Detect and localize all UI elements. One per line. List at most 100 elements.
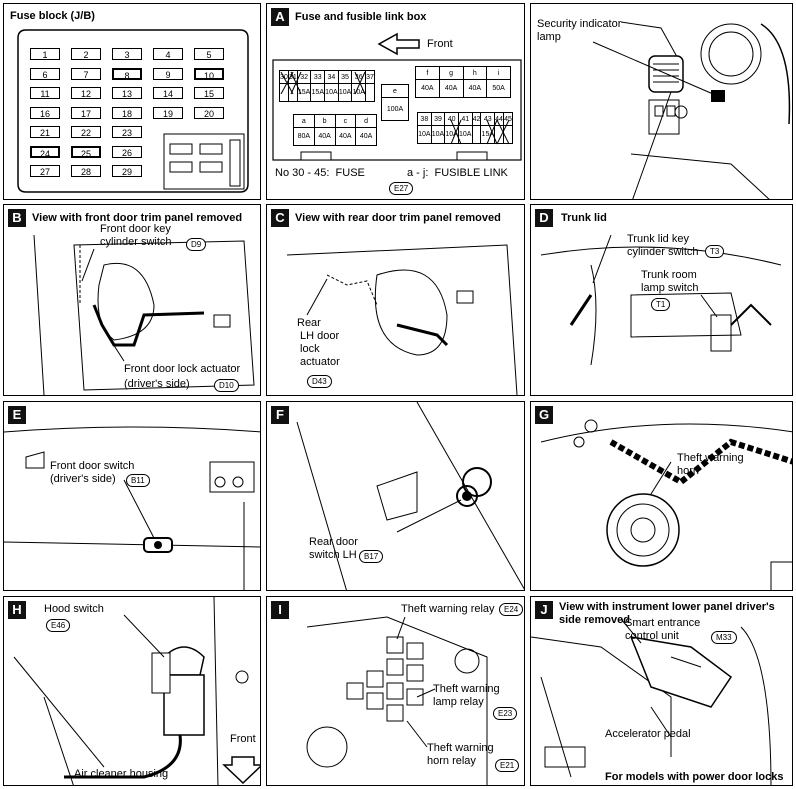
table-cell: 50A: [486, 79, 511, 98]
connector-t3: T3: [705, 245, 725, 258]
table-cell: [365, 83, 375, 102]
table-cell: 10A: [351, 83, 367, 102]
table-cell: 40: [444, 112, 459, 126]
hood-switch-drawing: [13, 597, 260, 785]
fuse-cell: 21: [30, 126, 60, 138]
front-label: Front: [427, 38, 453, 50]
trunk-room-switch-label: Trunk room lamp switch: [641, 269, 699, 294]
fuse-cell: 7: [71, 67, 101, 80]
horn-drawing: [540, 419, 792, 590]
table-cell: 15A: [296, 83, 312, 102]
panel-letter: H: [8, 601, 26, 619]
fuse-cell: 1: [30, 48, 60, 60]
fuse-block-title: Fuse block (J/B): [10, 10, 95, 22]
fuse-cell: 25: [71, 145, 101, 159]
panel-security-lamp: Security indicator lamp: [530, 3, 793, 200]
table-cell: 36: [351, 70, 367, 84]
connector-e27: E27: [389, 182, 414, 195]
footnote-label: For models with power door locks: [605, 771, 784, 783]
table-cell: 10A: [337, 83, 353, 102]
connector-m33: M33: [711, 631, 737, 644]
panel-i: I Theft warning relay E24 Theft warning …: [266, 596, 525, 786]
table-cell: 40A: [355, 127, 377, 146]
panel-d-title: Trunk lid: [561, 212, 607, 224]
table-cell: 40A: [334, 127, 357, 146]
table-cell: 38: [417, 112, 432, 126]
table-cell: 10A: [430, 125, 446, 144]
theft-lamp-relay-label: Theft warning lamp relay: [433, 683, 500, 708]
fuse-cell: 17: [71, 106, 101, 119]
table-cell: 80A: [293, 127, 315, 146]
fuse-cell: 11: [30, 87, 60, 99]
panel-h: H Hood switch E46 Front Air cleaner hous…: [3, 596, 261, 786]
rear-door-drawing: [286, 244, 518, 395]
table-cell: 30: [279, 70, 289, 84]
panel-e: E Front door switch (driver's side) B11: [3, 401, 261, 591]
panel-letter: G: [535, 406, 553, 424]
fuse-cell: 5: [194, 48, 224, 60]
front-actuator-label-2: (driver's side): [124, 378, 190, 390]
theft-horn-label: Theft warning horn: [677, 452, 744, 477]
fuse-cell: 14: [153, 87, 183, 99]
fuse-cell: 28: [71, 165, 101, 177]
table-cell: 10A: [444, 125, 459, 144]
table-cell: 41: [457, 112, 473, 126]
table-cell: 40A: [415, 79, 440, 98]
connector-e21: E21: [495, 759, 520, 772]
panel-letter: B: [8, 209, 26, 227]
table-cell: [287, 83, 298, 102]
table-cell: [279, 83, 289, 102]
table-cell: d: [355, 114, 377, 128]
link-e-header: e: [381, 84, 409, 98]
table-cell: 42: [471, 112, 482, 126]
legend-fusible-link: a - j: FUSIBLE LINK: [407, 167, 508, 179]
fuse-cell: 6: [30, 67, 60, 80]
table-cell: 10A: [324, 83, 339, 102]
accelerator-pedal-label: Accelerator pedal: [605, 728, 691, 740]
front-actuator-label: Front door lock actuator: [124, 363, 241, 375]
table-cell: 34: [324, 70, 339, 84]
security-indicator-label: Security indicator lamp: [537, 18, 622, 43]
hood-switch-label: Hood switch: [44, 603, 104, 615]
panel-d: D Trunk lid Trunk lid key cylinder switc…: [530, 204, 793, 396]
table-cell: f: [415, 66, 440, 80]
fuse-cell: 9: [153, 67, 183, 80]
table-cell: 33: [310, 70, 326, 84]
table-cell: 45: [503, 112, 513, 126]
rear-door-switch-label: Rear door switch LH: [309, 536, 358, 561]
fuse-cell: 20: [194, 106, 224, 119]
panel-letter: D: [535, 209, 553, 227]
fuse-cell: 29: [112, 165, 142, 177]
table-cell: h: [462, 66, 488, 80]
panel-j: J View with instrument lower panel drive…: [530, 596, 793, 786]
table-cell: [503, 125, 513, 144]
connector-d9: D9: [186, 238, 207, 251]
rear-pillar-drawing: [296, 402, 524, 590]
table-cell: [494, 125, 505, 144]
theft-relay-label: Theft warning relay: [401, 603, 495, 615]
panel-j-title: View with instrument lower panel driver'…: [559, 601, 775, 626]
table-cell: 15A: [310, 83, 326, 102]
trunk-drawing: [540, 234, 782, 366]
legend-fuse: No 30 - 45: FUSE: [275, 167, 365, 179]
panel-letter: J: [535, 601, 553, 619]
connector-e46: E46: [46, 619, 71, 632]
fuse-cell: 3: [112, 48, 142, 60]
front-label-h: Front: [230, 733, 256, 745]
table-cell: 35: [337, 70, 353, 84]
fuse-cell: 26: [112, 145, 142, 158]
fuse-cell: 27: [30, 165, 60, 177]
dashboard-drawing: [592, 21, 791, 199]
trunk-key-switch-label: Trunk lid key cylinder switch: [627, 233, 699, 258]
table-cell: i: [486, 66, 511, 80]
panel-b: B View with front door trim panel remove…: [3, 204, 261, 396]
table-cell: 40A: [313, 127, 336, 146]
connector-b11: B11: [126, 474, 150, 487]
air-cleaner-label: Air cleaner housing: [74, 768, 169, 780]
